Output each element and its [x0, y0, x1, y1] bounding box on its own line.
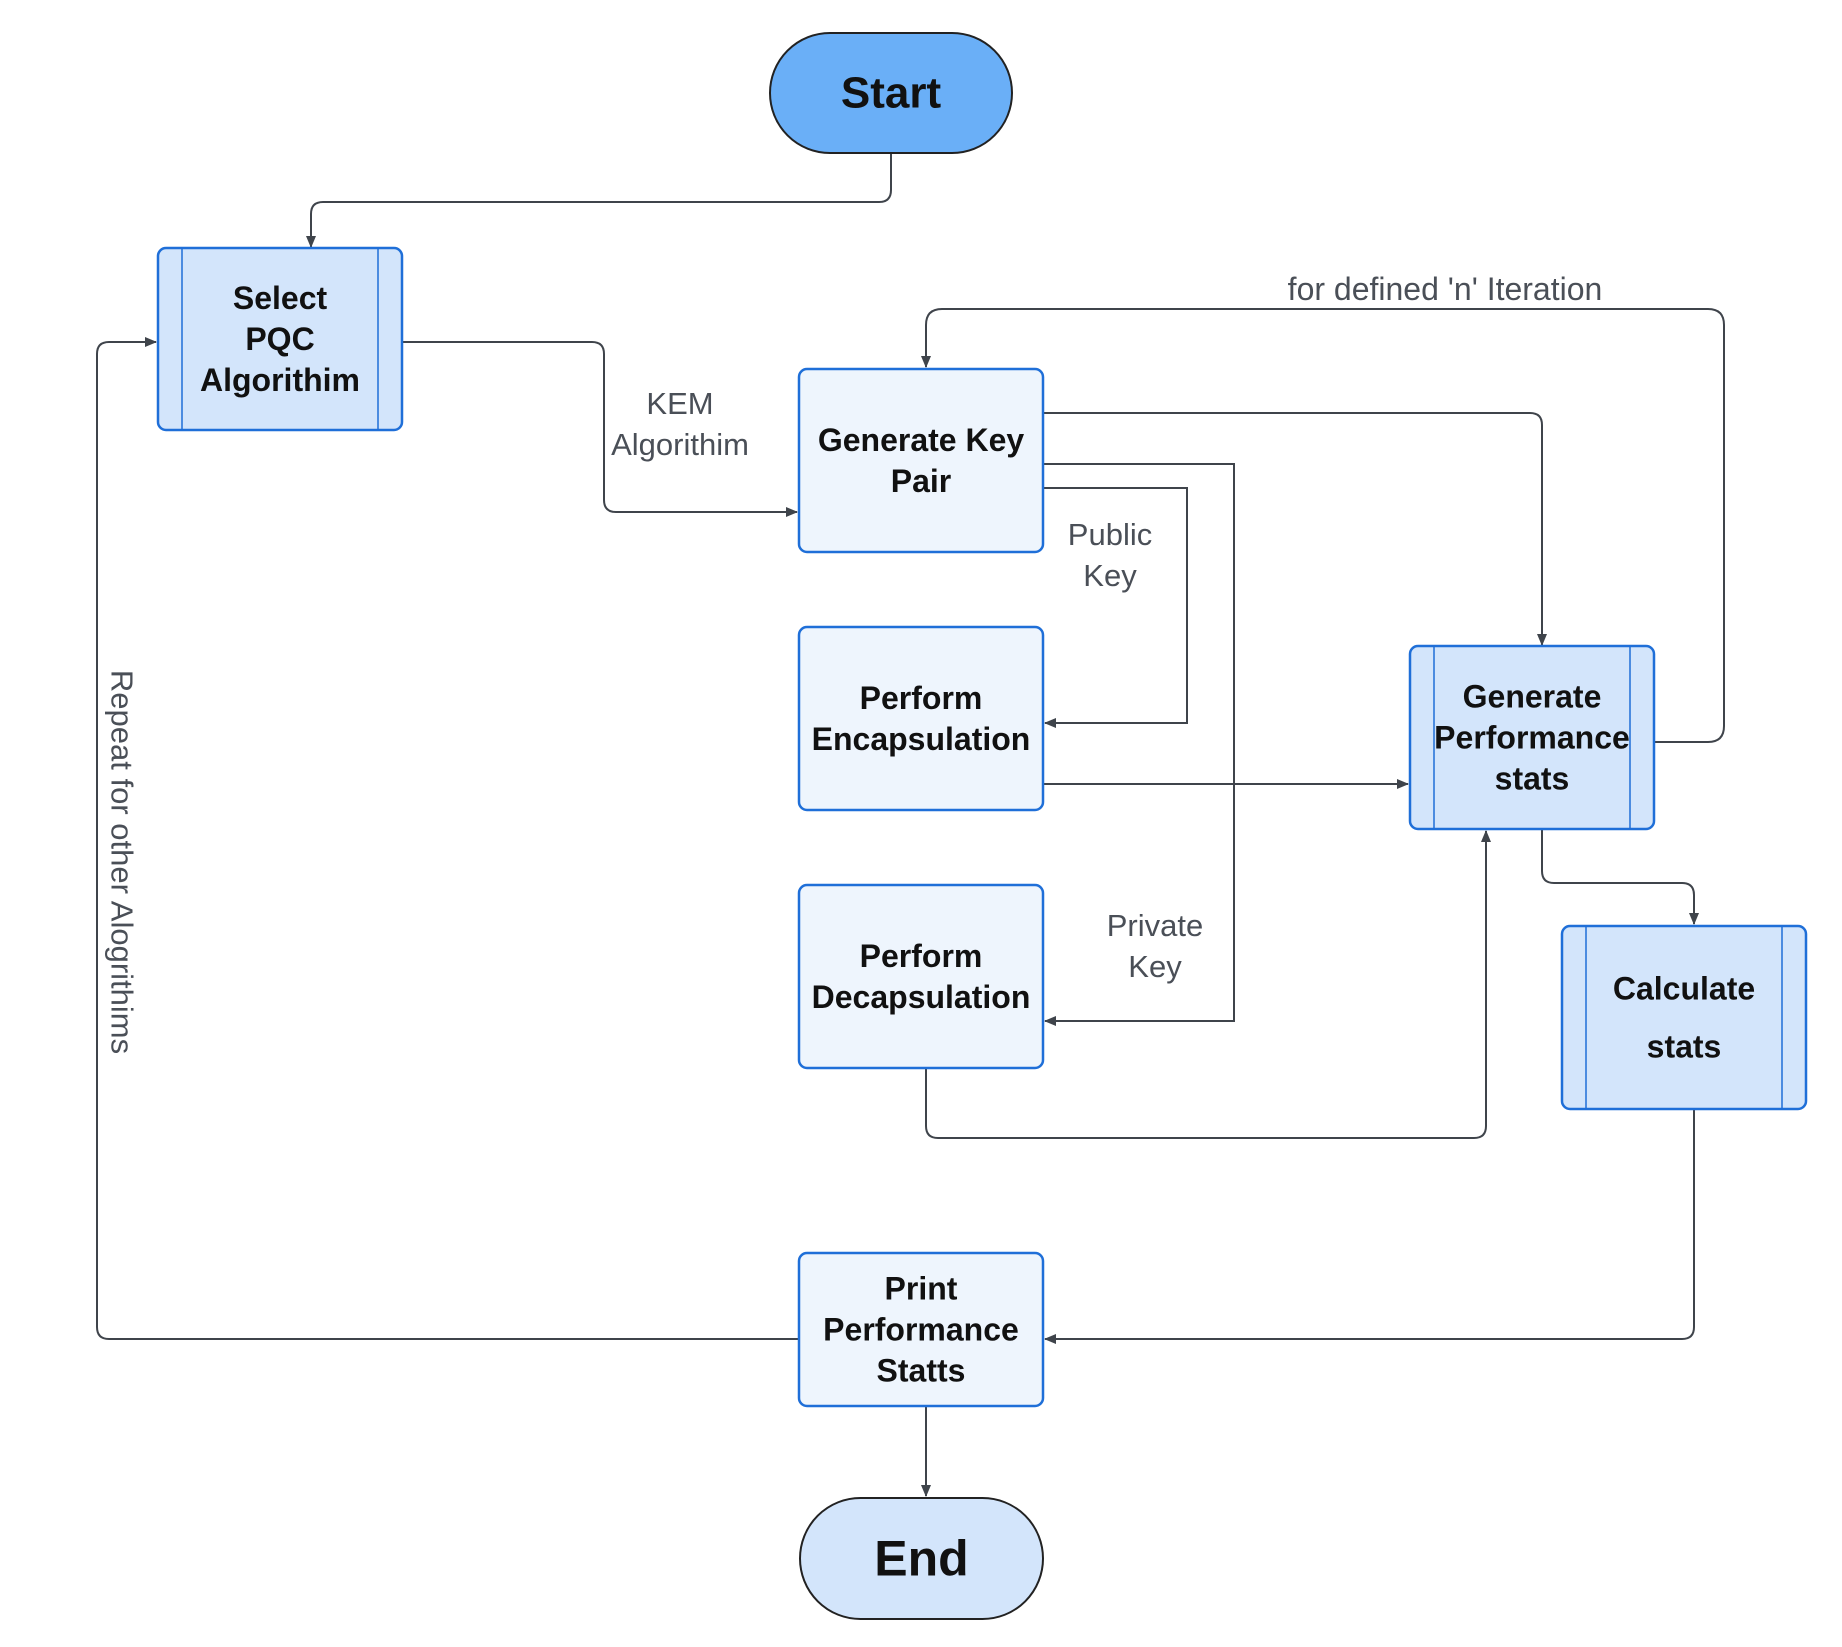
end-shape — [799, 1497, 1044, 1620]
genstats-to-calcstats-connector — [1541, 829, 1699, 925]
calcstats-to-print-connector — [1044, 1109, 1695, 1344]
genstats-label-line: Generate — [1463, 679, 1602, 715]
calcstats-label-line: stats — [1647, 1029, 1722, 1065]
calcstats-shape — [1560, 924, 1808, 1111]
keygen-label-line: Generate Key — [818, 422, 1025, 458]
edge-label-line: for defined 'n' Iteration — [1288, 271, 1603, 307]
start-label-line: Start — [841, 69, 942, 118]
genstats-label-line: Performance — [1434, 720, 1630, 756]
genstats-to-keygen-connector — [921, 308, 1725, 743]
select-label-line: PQC — [245, 321, 314, 357]
select-shape — [156, 246, 404, 432]
print-to-select-connector — [96, 337, 799, 1340]
edge-label-line: Repeat for other Alogrithims — [105, 670, 140, 1054]
kem-edge-label: KEM Algorithim — [611, 386, 749, 462]
edge-label-line: Key — [1083, 558, 1137, 593]
print-shape — [797, 1251, 1045, 1408]
calcstats-label-line: Calculate — [1613, 971, 1755, 1007]
encap-shape — [797, 625, 1045, 812]
select-to-keygen-connector — [402, 341, 798, 517]
print-label-line: Performance — [823, 1312, 1019, 1348]
decap-label-line: Perform — [860, 938, 983, 974]
print-label-line: Print — [885, 1271, 958, 1307]
encap-label-line: Encapsulation — [812, 721, 1031, 757]
keygen-shape — [797, 367, 1045, 554]
edge-label-line: Algorithim — [611, 427, 749, 462]
select-label-line: Algorithim — [200, 362, 360, 398]
end-label-line: End — [874, 1531, 968, 1587]
start-shape — [769, 32, 1013, 154]
keygen-to-encap-connector — [1043, 487, 1188, 728]
iteration-edge-label: for defined 'n' Iteration — [1288, 271, 1603, 307]
edge-label-line: Private — [1107, 908, 1203, 943]
decap-label-line: Decapsulation — [812, 979, 1031, 1015]
genstats-label-line: stats — [1495, 761, 1570, 797]
genstats-shape — [1408, 644, 1656, 831]
repeat-edge-label: Repeat for other Alogrithims — [105, 670, 140, 1054]
keygen-label-line: Pair — [891, 463, 951, 499]
encap-label-line: Perform — [860, 680, 983, 716]
decap-shape — [797, 883, 1045, 1070]
edge-label-line: Public — [1068, 517, 1152, 552]
select-label-line: Select — [233, 280, 328, 316]
keygen-to-decap-connector — [1043, 462, 1235, 1026]
edge-label-line: KEM — [646, 386, 713, 421]
calcstats-node: Calculate stats — [1560, 924, 1808, 1111]
start-node: Start — [769, 32, 1013, 154]
print-label-line: Statts — [877, 1353, 966, 1389]
decap-to-genstats-connector — [925, 830, 1491, 1139]
start-to-select-connector — [306, 153, 892, 248]
end-node: End — [799, 1497, 1044, 1620]
edge-label-line: Key — [1128, 949, 1182, 984]
keygen-to-genstats-connector — [1043, 412, 1547, 646]
connectors-layer — [96, 153, 1725, 1497]
